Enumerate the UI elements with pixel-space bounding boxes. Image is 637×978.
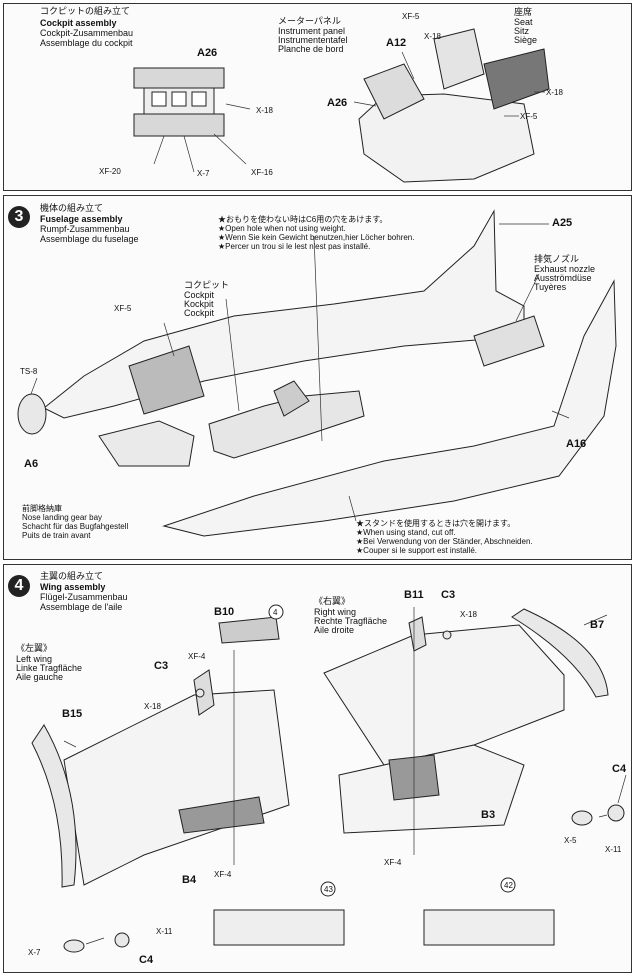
- label-x18-right: X-18: [460, 610, 477, 619]
- nose-bay-en: Nose landing gear bay: [22, 513, 103, 522]
- label-xf5-b: XF-5: [520, 112, 538, 121]
- label-x5: X-5: [564, 836, 577, 845]
- step4-title-fr: Assemblage de l'aile: [40, 602, 123, 612]
- label-a16: A16: [566, 438, 587, 450]
- label-xf16: XF-16: [251, 168, 273, 177]
- exhaust-de: Ausströmdüse: [534, 273, 592, 283]
- exhaust-en: Exhaust nozzle: [534, 264, 596, 274]
- seat-en: Seat: [514, 17, 533, 27]
- label-xf5-a: XF-5: [402, 12, 420, 21]
- fuselage-drawing: [17, 209, 617, 537]
- label-a26-left: A26: [197, 47, 218, 59]
- step4-title-jp: 主翼の組み立て: [40, 571, 104, 581]
- label-a6: A6: [24, 458, 39, 470]
- label-xf4-c: XF-4: [384, 858, 402, 867]
- ref-42: 42: [504, 881, 513, 890]
- step2-title-de: Cockpit-Zusammenbau: [40, 28, 134, 38]
- step3-title-en: Fuselage assembly: [40, 214, 123, 224]
- label-x7: X-7: [197, 169, 210, 178]
- cockpit-drawing: [133, 28, 550, 183]
- label-x18-b: X-18: [424, 32, 441, 41]
- label-xf5: XF-5: [114, 304, 132, 313]
- ref-4: 4: [273, 608, 278, 617]
- label-xf4-b: XF-4: [214, 870, 232, 879]
- step4-panel: 4 主翼の組み立て Wing assembly Flügel-Zusammenb…: [3, 564, 632, 973]
- right-wing-de: Rechte Tragfläche: [314, 616, 388, 626]
- instrument-panel-jp: メーターパネル: [278, 16, 341, 26]
- right-wing-fr: Aile droite: [314, 625, 355, 635]
- wing-drawing: [31, 604, 627, 953]
- right-wing-jp: 《右翼》: [314, 596, 351, 606]
- label-b4: B4: [182, 874, 197, 886]
- exhaust-fr: Tuyères: [534, 282, 567, 292]
- instrument-panel-de: Instrumententafel: [278, 35, 348, 45]
- left-wing-fr: Aile gauche: [16, 672, 64, 682]
- cockpit-de: Kockpit: [184, 299, 214, 309]
- label-x18-left: X-18: [144, 702, 161, 711]
- label-b7: B7: [590, 619, 605, 631]
- step2-title-fr: Assemblage du cockpit: [40, 38, 133, 48]
- cockpit-fr: Cockpit: [184, 308, 215, 318]
- step3-title-jp: 機体の組み立て: [40, 203, 104, 213]
- left-wing-en: Left wing: [16, 654, 53, 664]
- cockpit-en: Cockpit: [184, 290, 215, 300]
- right-wing-en: Right wing: [314, 607, 357, 617]
- note-weight-de: ★Wenn Sie kein Gewicht benutzen,hier Löc…: [218, 233, 415, 242]
- cockpit-jp: コクピット: [184, 280, 230, 290]
- label-xf20: XF-20: [99, 167, 121, 176]
- label-b10: B10: [214, 606, 235, 618]
- label-a25: A25: [552, 217, 573, 229]
- note-stand-de: ★Bei Verwendung von der Ständer, Abschne…: [356, 537, 533, 546]
- label-ts8: TS-8: [20, 367, 38, 376]
- ref-43: 43: [324, 885, 333, 894]
- left-wing-jp: 《左翼》: [16, 643, 53, 653]
- label-b15: B15: [62, 708, 83, 720]
- label-a26-right: A26: [327, 97, 348, 109]
- label-c3-right: C3: [441, 589, 456, 601]
- label-b3: B3: [481, 809, 496, 821]
- note-weight-fr: ★Percer un trou si le lest n'est pas ins…: [218, 242, 371, 251]
- label-x18-c: X-18: [546, 88, 563, 97]
- label-x11-right: X-11: [605, 845, 622, 854]
- step2-panel: コクピットの組み立て Cockpit assembly Cockpit-Zusa…: [3, 3, 632, 191]
- nose-bay-jp: 前脚格納庫: [22, 504, 62, 513]
- step4-number: 4: [8, 575, 30, 597]
- step3-panel: 3 機体の組み立て Fuselage assembly Rumpf-Zusamm…: [3, 195, 632, 560]
- note-stand-jp: ★スタンドを使用するときは穴を開けます。: [356, 519, 516, 528]
- label-a12: A12: [386, 37, 407, 49]
- label-x11-left: X-11: [156, 927, 173, 936]
- seat-fr: Siège: [514, 35, 538, 45]
- note-stand-fr: ★Couper si le support est installé.: [356, 546, 478, 555]
- label-c4-left: C4: [139, 954, 154, 966]
- nose-bay-fr: Puits de train avant: [22, 531, 91, 540]
- step4-title-de: Flügel-Zusammenbau: [40, 592, 128, 602]
- exhaust-jp: 排気ノズル: [534, 254, 580, 264]
- left-wing-de: Linke Tragfläche: [16, 663, 83, 673]
- step2-title-en: Cockpit assembly: [40, 18, 117, 28]
- label-c3-left: C3: [154, 660, 169, 672]
- label-x7: X-7: [28, 948, 41, 957]
- step3-number: 3: [8, 206, 30, 228]
- step2-title-jp: コクピットの組み立て: [40, 6, 131, 16]
- nose-bay-de: Schacht für das Bugfahgestell: [22, 522, 129, 531]
- instrument-panel-en: Instrument panel: [278, 26, 346, 36]
- label-b11: B11: [404, 589, 424, 601]
- step3-title-de: Rumpf-Zusammenbau: [40, 224, 130, 234]
- note-stand-en: ★When using stand, cut off.: [356, 528, 456, 537]
- label-x18-a: X-18: [256, 106, 273, 115]
- step3-title-fr: Assemblage du fuselage: [40, 234, 139, 244]
- seat-jp: 座席: [514, 7, 533, 17]
- note-weight-jp: ★おもりを使わない時はC6用の穴をあけます。: [218, 215, 388, 224]
- label-xf4-a: XF-4: [188, 652, 206, 661]
- instrument-panel-fr: Planche de bord: [278, 44, 344, 54]
- seat-de: Sitz: [514, 26, 530, 36]
- step4-title-en: Wing assembly: [40, 582, 106, 592]
- note-weight-en: ★Open hole when not using weight.: [218, 224, 346, 233]
- label-c4-right: C4: [612, 763, 627, 775]
